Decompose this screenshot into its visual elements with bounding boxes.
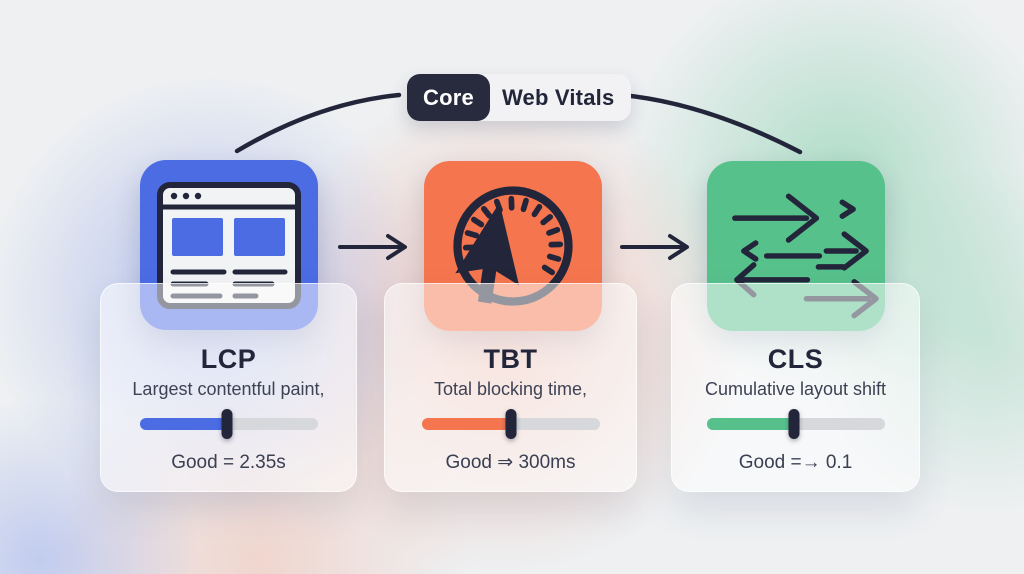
- right-arrow-icon: [338, 234, 407, 260]
- speed-dial-cursor-icon: [453, 186, 573, 306]
- curved-connector-line-left: [234, 92, 402, 154]
- badge-web-vitals-segment: Web Vitals: [501, 84, 615, 110]
- lcp-slider: [139, 409, 318, 439]
- core-web-vitals-badge: Core Web Vitals: [407, 74, 632, 121]
- cls-card: CLS Cumulative layout shift Good =→ 0.1: [671, 283, 920, 492]
- right-arrow-icon: [620, 234, 689, 260]
- cls-slider-thumb: [788, 409, 800, 439]
- cls-good-threshold: Good =→ 0.1: [738, 452, 853, 473]
- tbt-slider: [421, 409, 600, 439]
- lcp-card: LCP Largest contentful paint, Good = 2.3…: [100, 283, 357, 492]
- lcp-description: Largest contentful paint,: [132, 379, 325, 399]
- cls-title: CLS: [767, 344, 824, 374]
- tbt-description: Total blocking time,: [433, 379, 588, 399]
- cls-description: Cumulative layout shift: [704, 379, 887, 399]
- lcp-title: LCP: [200, 344, 257, 374]
- cls-slider: [706, 409, 885, 439]
- tbt-good-threshold: Good ⇒ 300ms: [445, 452, 576, 473]
- tbt-title: TBT: [483, 344, 538, 374]
- cursor-arrow: [455, 202, 520, 304]
- lcp-slider-fill: [139, 418, 227, 430]
- tbt-card: TBT Total blocking time, Good ⇒ 300ms: [384, 283, 637, 492]
- lcp-slider-thumb: [221, 409, 233, 439]
- tbt-slider-fill: [421, 418, 511, 430]
- lcp-good-threshold: Good = 2.35s: [171, 452, 286, 473]
- cls-slider-fill: [706, 418, 794, 430]
- badge-core-segment: Core: [407, 74, 490, 121]
- tbt-slider-thumb: [505, 409, 516, 439]
- curved-connector-line-right: [619, 92, 803, 155]
